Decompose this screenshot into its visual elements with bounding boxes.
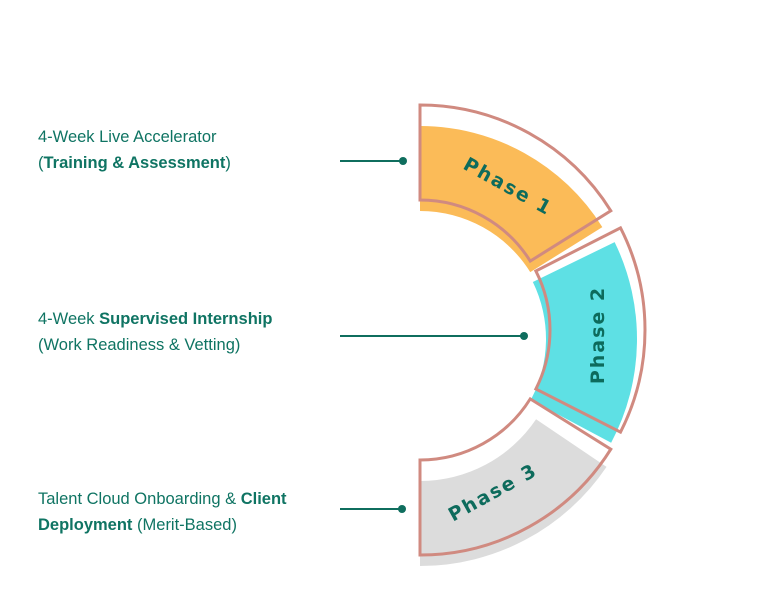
text-run: (Work Readiness & Vetting) <box>38 336 241 354</box>
text-run: (Merit-Based) <box>132 516 237 534</box>
text-run: 4-Week <box>38 310 100 328</box>
bold-text-run: Client <box>240 490 287 508</box>
connector-2-dot <box>520 332 528 340</box>
phase-1-segment: Phase 1 <box>418 103 613 273</box>
connector-1 <box>340 157 407 165</box>
connector-2 <box>340 332 528 340</box>
text-run: Talent Cloud Onboarding & <box>38 490 241 508</box>
phase-3-outline <box>418 396 613 557</box>
phase-2-label: Phase 2 <box>587 286 609 384</box>
step-2-line-1: 4-Week Supervised Internship <box>38 306 272 332</box>
step-2-description: 4-Week Supervised Internship (Work Readi… <box>38 306 272 358</box>
step-1-description: 4-Week Live Accelerator (Training & Asse… <box>38 124 231 176</box>
bold-text-run: Supervised Internship <box>99 310 273 328</box>
step-3-line-1: Talent Cloud Onboarding & Client <box>38 486 287 512</box>
bold-text-run: Training & Assessment <box>43 154 226 172</box>
phase-2-segment: Phase 2 <box>530 225 647 443</box>
text-run: 4-Week Live Accelerator <box>38 128 217 146</box>
text-run: ( <box>38 154 44 172</box>
phase-1-fill <box>420 126 603 273</box>
step-2-line-2: (Work Readiness & Vetting) <box>38 332 272 358</box>
text-run: ) <box>225 154 231 172</box>
connector-1-dot <box>399 157 407 165</box>
step-3-description: Talent Cloud Onboarding & Client Deploym… <box>38 486 287 538</box>
connector-3 <box>340 505 406 513</box>
phase-2-fill <box>530 242 637 443</box>
connector-3-dot <box>398 505 406 513</box>
step-3-line-2: Deployment (Merit-Based) <box>38 512 287 538</box>
phase-1-outline <box>418 103 613 264</box>
step-1-line-1: 4-Week Live Accelerator <box>38 124 231 150</box>
phase-3-fill <box>420 419 607 566</box>
step-1-line-2: (Training & Assessment) <box>38 150 231 176</box>
phase-2-outline <box>533 225 647 435</box>
bold-text-run: Deployment <box>38 516 133 534</box>
